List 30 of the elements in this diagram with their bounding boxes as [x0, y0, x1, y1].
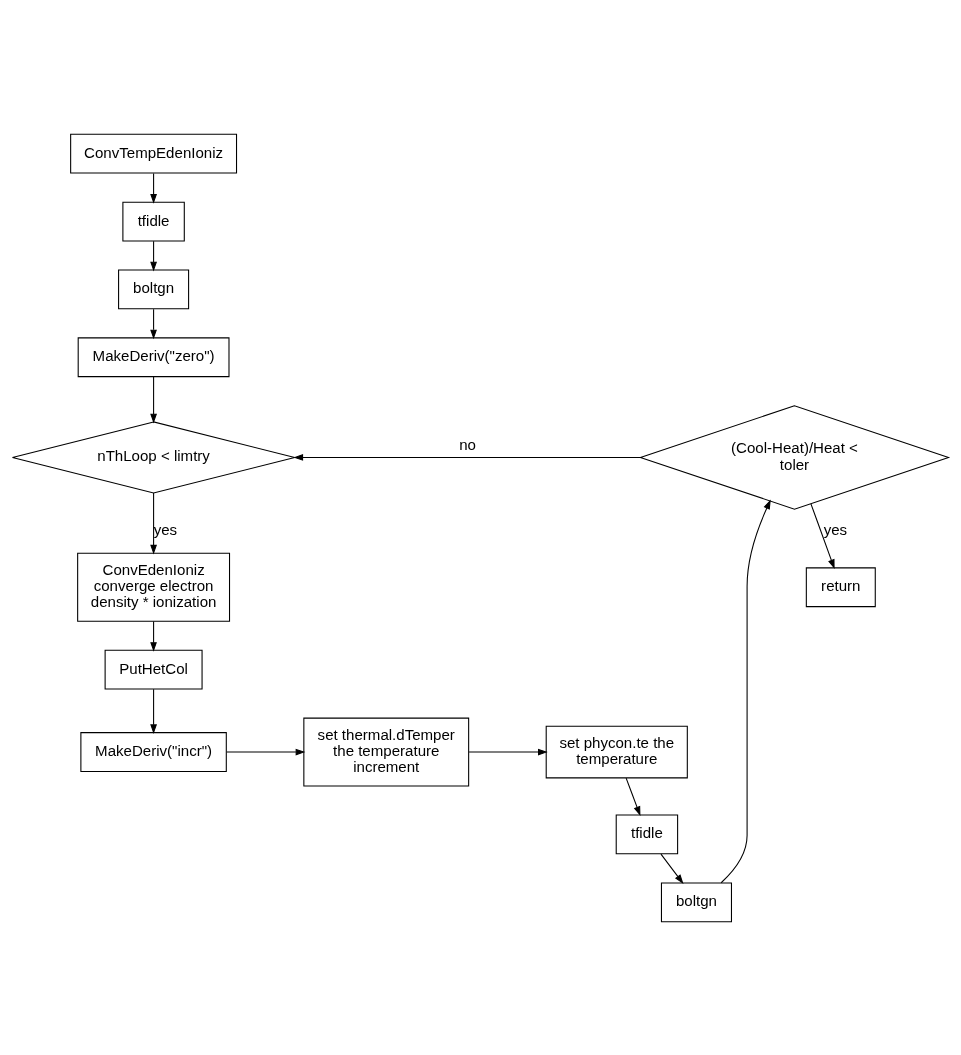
- arrow: [468, 748, 548, 755]
- edge-label: yes: [823, 520, 848, 538]
- node-box: ConvEdenIoniz converge electron density * ionization: [77, 552, 231, 622]
- node-box: tfidle: [122, 201, 185, 241]
- arrow: [293, 453, 641, 461]
- node-box: tfidle: [615, 814, 679, 854]
- node-box: MakeDeriv("incr"): [80, 731, 227, 772]
- node-diamond: nThLoop < limtry: [11, 420, 296, 494]
- arrow: [150, 308, 157, 339]
- node-box: boltgn: [660, 881, 732, 922]
- arrow: [226, 748, 306, 755]
- arrow: [810, 502, 835, 569]
- arrow: [625, 777, 641, 816]
- arrow: [150, 240, 157, 271]
- edge-label: no: [459, 435, 476, 453]
- node-box: return: [805, 566, 876, 607]
- arrow: [150, 492, 157, 555]
- arrow: [150, 375, 157, 423]
- node-box: set phycon.te the temperature: [545, 725, 688, 778]
- arrow: [150, 688, 157, 734]
- node-box: PutHetCol: [104, 649, 203, 690]
- edge-label: yes: [153, 520, 178, 538]
- arrow: [720, 499, 771, 883]
- node-box: boltgn: [118, 269, 190, 309]
- arrow: [150, 172, 157, 204]
- node-box: MakeDeriv("zero"): [77, 336, 230, 377]
- node-box: ConvTempEdenIoniz: [70, 133, 238, 174]
- arrow: [150, 620, 157, 652]
- node-box: set thermal.dTemper the temperature increment: [303, 717, 470, 786]
- arrow: [660, 853, 684, 884]
